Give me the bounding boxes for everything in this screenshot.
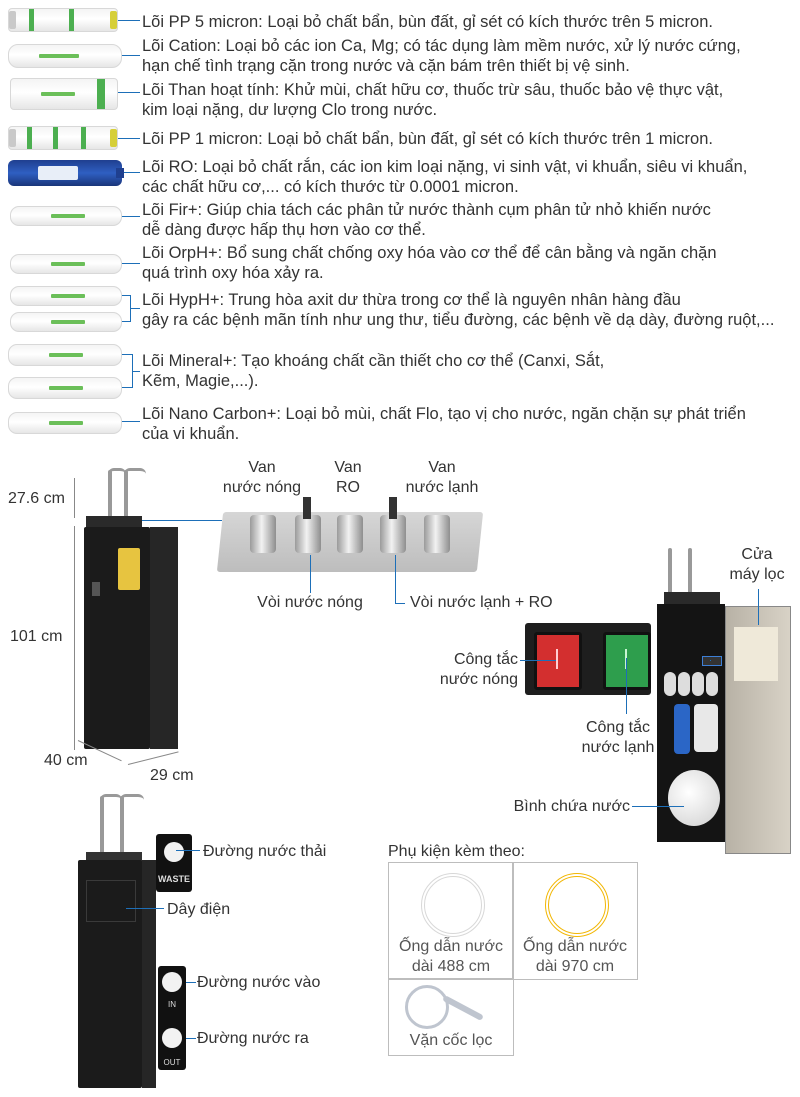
tank-label: Bình chứa nước <box>513 798 630 815</box>
wrench-label: Vặn cốc lọc <box>409 1032 493 1049</box>
hyph-cartridge-image <box>10 286 122 306</box>
hot-tap-knob <box>295 515 321 553</box>
filter-desc-nano-carbon: Lõi Nano Carbon+: Loại bỏ mùi, chất Flo,… <box>142 405 746 443</box>
nano-carbon-cartridge-image <box>8 412 122 434</box>
dim-width: 29 cm <box>150 767 194 784</box>
yellow-tube-image <box>545 873 609 937</box>
mineral-cartridge-image-2 <box>8 377 122 399</box>
hyph-cartridge-image-2 <box>10 312 122 332</box>
machine-back-view <box>78 860 142 1088</box>
dim-height-body: 101 cm <box>10 628 63 645</box>
filter-desc-pp1: Lõi PP 1 micron: Loại bỏ chất bẩn, bùn đ… <box>142 130 713 148</box>
filter-desc-orph: Lõi OrpH+: Bổ sung chất chống oxy hóa và… <box>142 244 717 282</box>
filter-desc-ro: Lõi RO: Loại bỏ chất rắn, các ion kim lo… <box>142 158 748 196</box>
dim-height-top: 27.6 cm <box>8 490 65 507</box>
waste-tag: WASTE <box>157 874 190 884</box>
carbon-cartridge-image <box>10 78 118 110</box>
waste-port: WASTE <box>156 834 192 892</box>
cold-tap-knob <box>380 515 406 553</box>
water-tank <box>668 770 720 826</box>
pp1-cartridge-image <box>8 126 118 150</box>
hot-switch <box>534 632 582 690</box>
white-tube-image <box>421 873 485 937</box>
cold-valve-knob <box>424 515 450 553</box>
filter-desc-pp5: Lõi PP 5 micron: Loại bỏ chất bẩn, bùn đ… <box>142 13 713 31</box>
filter-desc-fir: Lõi Fir+: Giúp chia tách các phân tử nướ… <box>142 201 711 239</box>
outlet-label: Đường nước ra <box>197 1030 309 1047</box>
in-tag: IN <box>168 1000 176 1009</box>
out-tag: OUT <box>163 1058 181 1067</box>
mineral-cartridge-image <box>8 344 122 366</box>
wrench-image <box>405 985 449 1029</box>
hot-tap-label: Vòi nước nóng <box>257 594 363 611</box>
dim-depth: 40 cm <box>44 752 88 769</box>
fir-cartridge-image <box>10 206 122 226</box>
hot-valve-knob <box>250 515 276 553</box>
cation-cartridge-image <box>8 44 122 68</box>
wrench-box: Vặn cốc lọc <box>388 978 514 1056</box>
filter-desc-hyph: Lõi HypH+: Trung hòa axit dư thừa trong … <box>142 291 775 329</box>
ro-valve-knob <box>337 515 363 553</box>
filter-desc-mineral: Lõi Mineral+: Tạo khoáng chất cần thiết … <box>142 352 605 390</box>
filter-desc-cation: Lõi Cation: Loại bỏ các ion Ca, Mg; có t… <box>142 37 741 75</box>
inlet-label: Đường nước vào <box>197 974 321 991</box>
power-label: Dây điện <box>167 901 231 918</box>
cold-switch <box>603 632 651 690</box>
cold-tap-label: Vòi nước lạnh + RO <box>410 594 553 611</box>
in-out-ports: IN OUT <box>158 966 186 1070</box>
cabinet-door <box>725 606 791 854</box>
ro-membrane-image <box>8 160 124 186</box>
filter-desc-carbon: Lõi Than hoạt tính: Khử mùi, chất hữu cơ… <box>142 81 724 119</box>
machine-front-sticker <box>118 548 140 590</box>
accessories-title: Phụ kiện kèm theo: <box>388 843 525 860</box>
waste-label: Đường nước thải <box>203 843 327 860</box>
machine-front-view <box>84 527 150 749</box>
orph-cartridge-image <box>10 254 122 274</box>
pp5-cartridge-image <box>8 8 118 32</box>
filter-cartridges-inside <box>664 672 720 696</box>
